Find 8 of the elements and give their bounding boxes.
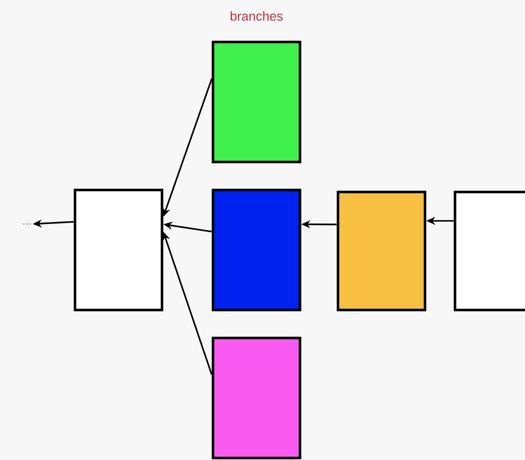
box (212, 40, 302, 164)
box (454, 190, 525, 312)
ellipsis-text: ... (23, 223, 31, 225)
heading-label: branches (230, 11, 283, 21)
box (336, 190, 426, 312)
box (74, 188, 164, 312)
box (212, 336, 302, 460)
box (212, 188, 302, 312)
